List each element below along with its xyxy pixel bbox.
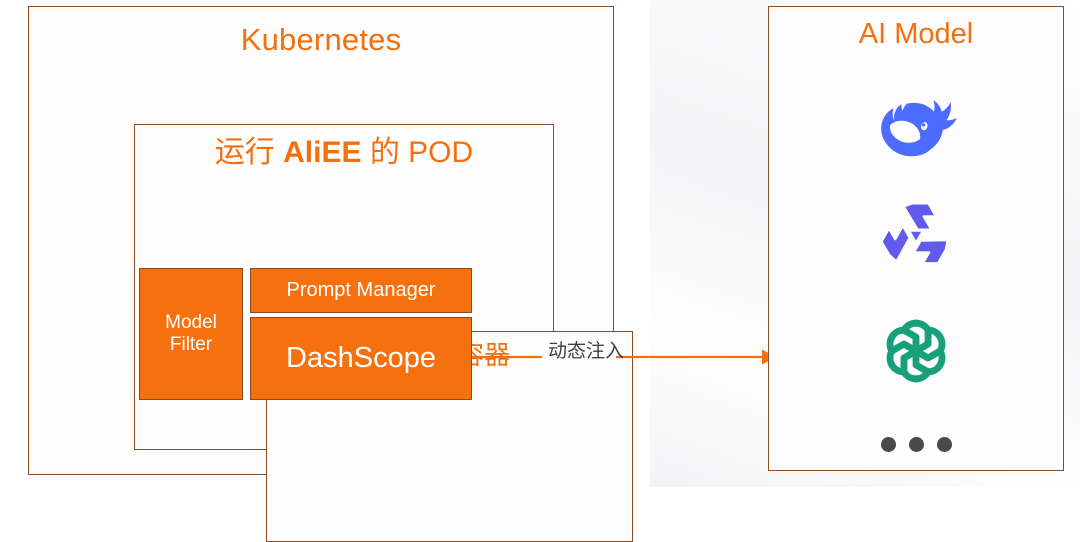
openai-knot-icon <box>886 319 946 383</box>
ellipsis-dot <box>936 436 952 452</box>
component-prompt-manager[interactable]: Prompt Manager <box>250 268 472 313</box>
ellipsis-dot <box>880 436 896 452</box>
pod-title-prefix: 运行 <box>214 136 284 169</box>
deepseek-logo[interactable] <box>769 85 1063 175</box>
ellipsis-dot <box>908 436 924 452</box>
pod-title-product: AliEE <box>283 136 362 169</box>
component-dashscope[interactable]: DashScope <box>250 317 472 400</box>
ellipsis-icon <box>880 436 952 452</box>
kubernetes-panel: Kubernetes 运行 AliEE 的 POD J2EE 容器 <box>28 6 633 542</box>
model-filter-label-line2: Filter <box>169 334 213 355</box>
diagram-canvas: Kubernetes 运行 AliEE 的 POD J2EE 容器 Model … <box>28 0 1080 542</box>
model-filter-label: Model Filter <box>165 312 217 356</box>
dashscope-label: DashScope <box>286 341 436 374</box>
model-filter-label-line1: Model <box>165 311 217 333</box>
prompt-manager-label: Prompt Manager <box>286 278 436 301</box>
more-models-indicator <box>769 427 1063 461</box>
connector-label: 动态注入 <box>548 341 625 362</box>
pod-title-suffix: 的 POD <box>361 136 474 169</box>
component-model-filter[interactable]: Model Filter <box>139 268 243 400</box>
openai-logo[interactable] <box>769 305 1063 397</box>
kubernetes-title: Kubernetes <box>240 22 402 57</box>
whale-icon <box>881 100 957 157</box>
pod-title: 运行 AliEE 的 POD <box>135 136 553 171</box>
qwen-logo[interactable] <box>769 191 1063 281</box>
ai-model-title: AI Model <box>858 18 974 50</box>
hexagon-pinwheel-icon <box>880 201 950 265</box>
ai-model-panel: AI Model <box>768 6 1064 471</box>
